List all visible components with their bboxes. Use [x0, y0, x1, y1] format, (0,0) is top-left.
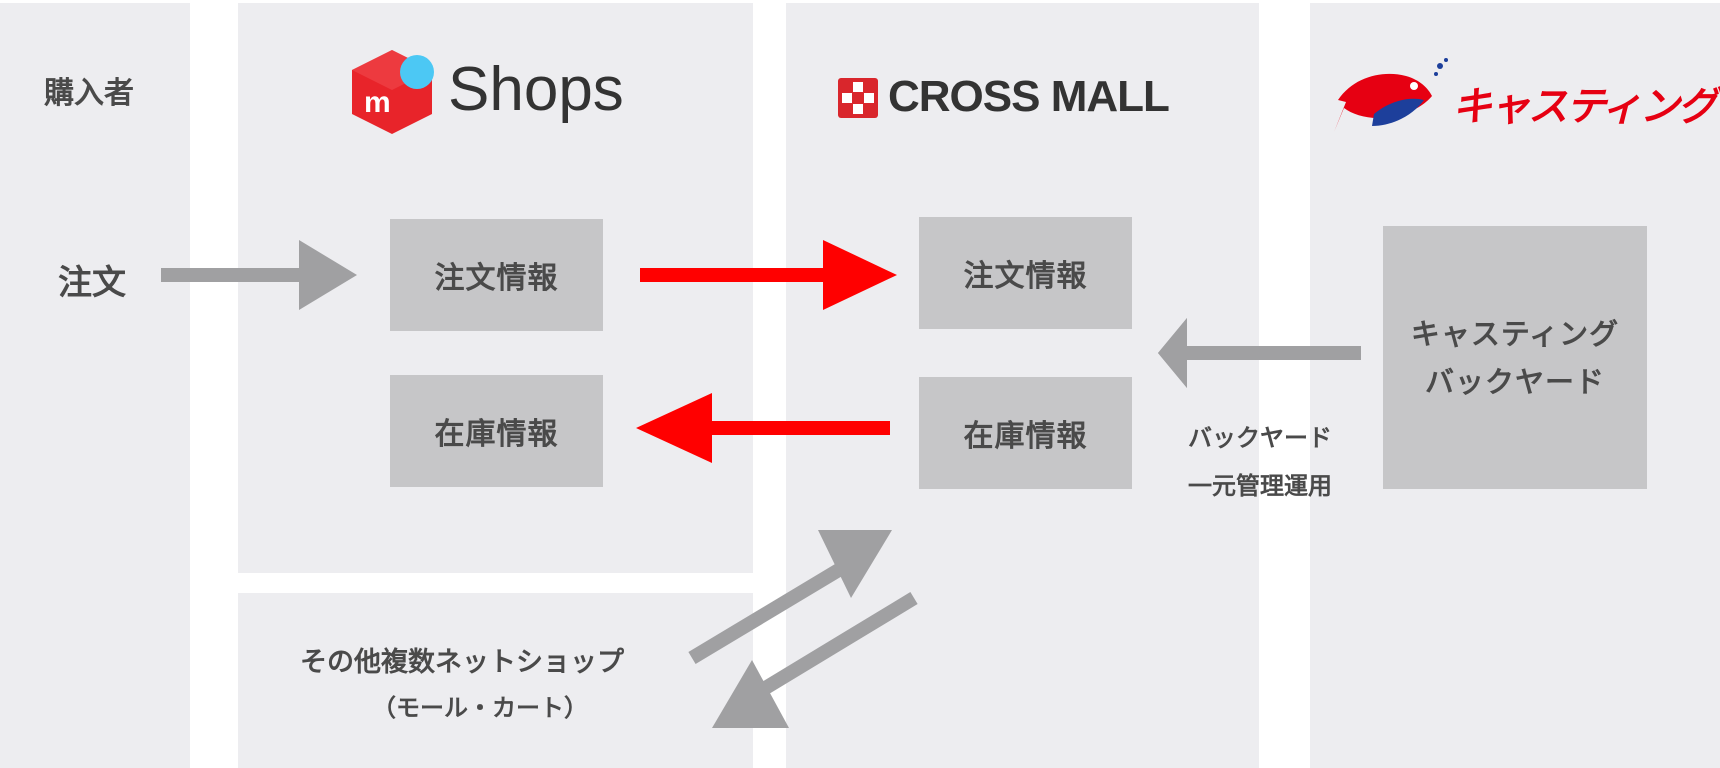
- crossmall-logo-text: CROSS MALL: [888, 72, 1170, 121]
- shops-logo-text: Shops: [448, 55, 624, 124]
- shops-order-info-box: 注文情報: [390, 219, 603, 331]
- buyer-column: [0, 3, 190, 768]
- other-shops-label: その他複数ネットショップ: [300, 647, 624, 678]
- backyard-note-line1: バックヤード: [1188, 424, 1332, 452]
- crossmall-stock-info-box: 在庫情報: [919, 377, 1132, 489]
- casting-logo-text: キャスティング: [1452, 84, 1718, 130]
- shops-stock-info-box: 在庫情報: [390, 375, 603, 487]
- order-action-label: 注文: [58, 263, 126, 303]
- casting-backyard-line1: キャスティング: [1410, 316, 1620, 351]
- other-shops-panel: [238, 593, 753, 768]
- crossmall-order-info-box: 注文情報: [919, 217, 1132, 329]
- casting-backyard-line2: バックヤード: [1424, 364, 1605, 399]
- casting-backyard-box: キャスティング バックヤード: [1383, 226, 1647, 489]
- backyard-note-line2: 一元管理運用: [1188, 472, 1332, 500]
- other-shops-sub-label: （モール・カート）: [372, 694, 588, 722]
- buyer-title: 購入者: [44, 76, 134, 111]
